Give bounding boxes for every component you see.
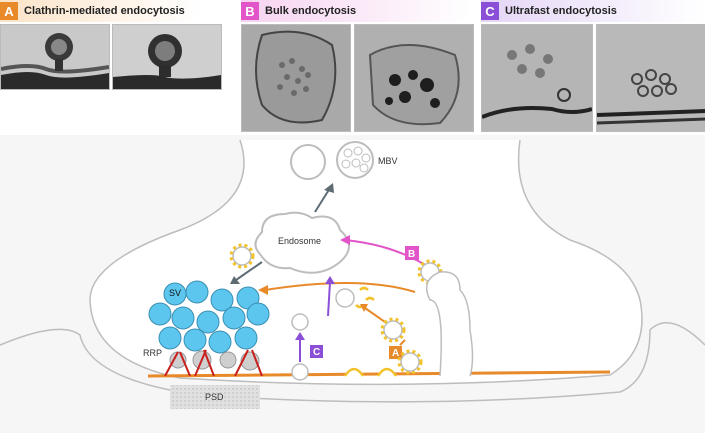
em-image-clathrin-1 (0, 24, 110, 90)
synaptic-vesicle (208, 330, 232, 354)
pink-bulk-head (340, 235, 350, 245)
synaptic-vesicle (196, 310, 220, 334)
sv-cluster (148, 280, 270, 354)
synaptic-vesicle (234, 326, 258, 350)
sv-label: SV (169, 288, 181, 298)
active-zone-tethers (164, 349, 263, 377)
em-image-ultrafast-2 (596, 24, 705, 132)
synaptic-vesicle (246, 302, 270, 326)
arrow-head-mbv (324, 183, 334, 193)
coated-vesicle-a1 (380, 317, 406, 343)
endosome-label: Endosome (278, 236, 321, 246)
arrow-endosome-to-mbv (314, 187, 331, 213)
panel-b-header: B Bulk endocytosis (241, 0, 471, 22)
em-image-bulk-2 (354, 24, 474, 132)
rrp-label: RRP (143, 348, 162, 358)
ultrafast-vesicle-1 (291, 363, 309, 381)
psd-region (170, 385, 260, 409)
synaptic-vesicle (222, 306, 246, 330)
pathway-badge-a (389, 346, 402, 359)
ultrafast-vesicle-3 (335, 288, 355, 308)
orange-recycling-path (264, 281, 416, 293)
bulk-invagination (425, 271, 474, 377)
pathway-badge-c-text: C (313, 347, 320, 358)
panel-b-title: Bulk endocytosis (265, 5, 357, 17)
mbv-neighbor-vesicle (290, 144, 326, 180)
orange-recycling-head (258, 285, 268, 295)
pathway-badge-b (405, 246, 419, 260)
pathway-badge-c (310, 345, 323, 358)
synaptic-vesicle (210, 288, 234, 312)
panel-b-badge: B (241, 2, 259, 20)
purple-ultrafast-head-2 (325, 276, 335, 284)
panel-a-title: Clathrin-mediated endocytosis (24, 5, 185, 17)
panel-c-badge: C (481, 2, 499, 20)
em-image-ultrafast-1 (481, 24, 593, 132)
pathway-badge-a-text: A (392, 348, 399, 359)
panel-a-badge: A (0, 2, 18, 20)
synaptic-vesicle (171, 306, 195, 330)
synaptic-vesicle (185, 280, 209, 304)
synaptic-vesicle (158, 326, 182, 350)
panel-c-title: Ultrafast endocytosis (505, 5, 617, 17)
membrane-pits (343, 367, 398, 377)
em-image-bulk-1 (241, 24, 351, 132)
orange-clathrin-line-2 (364, 307, 386, 323)
orange-clathrin-head (360, 304, 368, 312)
purple-ultrafast-line-2 (327, 281, 331, 317)
postsynaptic-membrane (0, 322, 705, 403)
panel-c-header: C Ultrafast endocytosis (481, 0, 705, 22)
endosome (254, 211, 350, 274)
arrow-endosome-to-sv (235, 261, 263, 281)
synaptic-vesicle (183, 328, 207, 352)
coated-vesicle-a2 (397, 349, 423, 375)
arrow-head-sv (230, 276, 240, 284)
mbv-label: MBV (378, 156, 398, 166)
orange-clathrin-line (399, 339, 406, 346)
pathway-badge-b-text: B (408, 249, 415, 260)
psd-label: PSD (205, 392, 224, 402)
panel-a-header: A Clathrin-mediated endocytosis (0, 0, 200, 22)
ultrafast-vesicle-2 (291, 313, 309, 331)
coated-vesicle-left (229, 243, 255, 269)
synaptic-vesicle (148, 302, 172, 326)
purple-ultrafast-head (295, 332, 305, 340)
em-image-clathrin-2 (112, 24, 222, 90)
mbv-inner-vesicles (341, 146, 371, 173)
